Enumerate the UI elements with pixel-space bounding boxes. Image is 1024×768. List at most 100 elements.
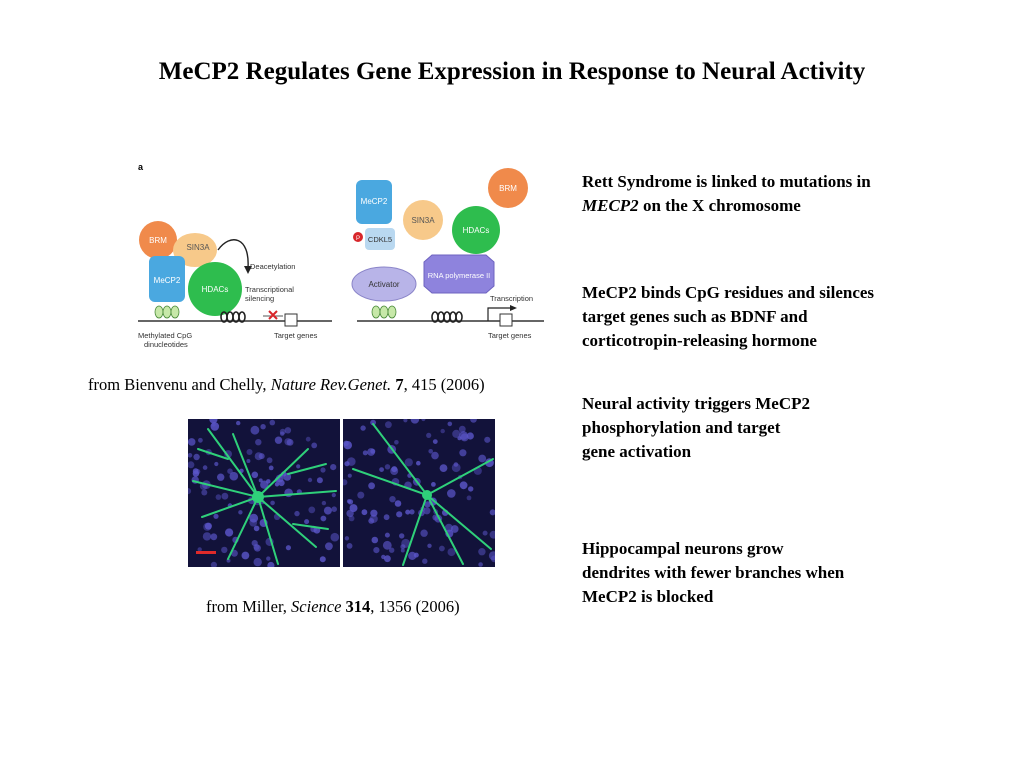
rna-polymerase-label: RNA polymerase II bbox=[428, 271, 491, 280]
nucleus bbox=[384, 555, 391, 563]
nucleus bbox=[458, 425, 466, 433]
bullet-2-text: MeCP2 binds CpG residues and silences ta… bbox=[582, 283, 875, 350]
bullet-cpg-binding: MeCP2 binds CpG residues and silences ta… bbox=[582, 281, 912, 353]
nucleus bbox=[249, 518, 258, 527]
nucleus bbox=[409, 509, 415, 515]
mecp2-mechanism-diagram: a BRM SIN3A MeCP2 HDACs Deacetylation bbox=[132, 158, 552, 358]
nucleus bbox=[394, 500, 402, 507]
transcription-label: Transcription bbox=[490, 294, 533, 303]
nucleus bbox=[384, 532, 390, 538]
citation-miller: from Miller, Science 314, 1356 (2006) bbox=[206, 597, 460, 617]
citation-2-volume: 314 bbox=[345, 597, 371, 616]
nucleus bbox=[323, 506, 332, 515]
nucleus bbox=[369, 514, 378, 523]
brm-label-right: BRM bbox=[499, 184, 517, 193]
blocked-x-icon bbox=[268, 310, 278, 320]
cdkl5-label: CDKL5 bbox=[368, 235, 392, 244]
chromatin-coil-right bbox=[431, 311, 463, 323]
nucleus bbox=[192, 468, 199, 474]
nucleus bbox=[405, 509, 411, 515]
nucleus bbox=[284, 427, 292, 434]
nucleus bbox=[379, 467, 384, 472]
citation-2-post: , 1356 (2006) bbox=[370, 597, 460, 616]
nucleus bbox=[447, 421, 453, 427]
nucleus bbox=[431, 482, 436, 487]
bullet-3-text: Neural activity triggers MeCP2 phosphory… bbox=[582, 394, 810, 461]
nucleus bbox=[285, 545, 291, 551]
nucleus bbox=[362, 450, 368, 456]
nucleus bbox=[280, 431, 285, 436]
nucleus bbox=[213, 513, 219, 519]
nucleus bbox=[308, 506, 316, 514]
target-gene-box-right bbox=[499, 313, 513, 327]
nucleus bbox=[452, 429, 461, 438]
silencing-label-1: Transcriptional bbox=[245, 285, 294, 294]
nucleus bbox=[201, 489, 208, 496]
nucleus bbox=[266, 556, 271, 561]
nucleus bbox=[270, 500, 275, 506]
nucleus bbox=[343, 440, 349, 446]
nucleus bbox=[266, 457, 273, 464]
nucleus bbox=[251, 540, 258, 547]
nucleus bbox=[447, 548, 456, 557]
nucleus bbox=[221, 492, 229, 500]
citation-1-post: , 415 (2006) bbox=[403, 375, 485, 394]
brm-label: BRM bbox=[149, 236, 167, 245]
nucleus bbox=[210, 561, 217, 568]
nucleus bbox=[413, 552, 419, 558]
nucleus bbox=[460, 433, 469, 442]
nucleus bbox=[202, 532, 212, 541]
nucleus bbox=[320, 467, 326, 473]
nucleus bbox=[260, 480, 269, 489]
nucleus bbox=[294, 510, 300, 517]
citation-2-pre: from Miller, bbox=[206, 597, 292, 616]
phosphate-node bbox=[353, 232, 363, 242]
nucleus bbox=[403, 418, 408, 423]
citation-1-volume: 7 bbox=[395, 375, 404, 394]
nucleus bbox=[330, 532, 340, 542]
nucleus bbox=[426, 432, 432, 438]
hdacs-label: HDACs bbox=[202, 285, 229, 294]
nucleus bbox=[274, 436, 283, 444]
cdkl5-node bbox=[365, 228, 395, 250]
nucleus bbox=[260, 424, 266, 430]
deacetylation-label: Deacetylation bbox=[250, 262, 295, 271]
cpg-label-1: Methylated CpG bbox=[138, 331, 192, 340]
nucleus bbox=[439, 545, 445, 552]
nucleus bbox=[459, 481, 468, 490]
slide-title: MeCP2 Regulates Gene Expression in Respo… bbox=[158, 58, 866, 85]
nucleus bbox=[258, 478, 263, 483]
nucleus bbox=[439, 464, 448, 472]
cpg-label-2: dinucleotides bbox=[144, 340, 188, 349]
soma-right bbox=[422, 490, 432, 500]
nucleus bbox=[250, 425, 260, 435]
nucleus bbox=[399, 533, 405, 539]
nucleus bbox=[396, 511, 403, 518]
activator-node bbox=[351, 266, 417, 302]
brm-node bbox=[139, 221, 177, 259]
nucleus bbox=[241, 551, 250, 560]
nucleus bbox=[321, 500, 327, 506]
nucleus bbox=[236, 420, 241, 426]
nucleus bbox=[316, 477, 323, 484]
nucleus bbox=[383, 514, 390, 521]
neuron-micrograph-left bbox=[184, 415, 340, 570]
nucleus bbox=[370, 509, 378, 517]
nucleus bbox=[444, 523, 453, 532]
nucleus bbox=[284, 438, 292, 446]
nucleus bbox=[347, 473, 352, 478]
nucleus bbox=[210, 533, 218, 541]
nucleus bbox=[344, 461, 350, 467]
sin3a-node bbox=[173, 233, 217, 267]
nucleus bbox=[187, 453, 193, 458]
bullet-hippocampal-neurons: Hippocampal neurons grow dendrites with … bbox=[582, 537, 852, 609]
diagram-svg: a BRM SIN3A MeCP2 HDACs Deacetylation bbox=[138, 162, 544, 349]
bullet-1-post: on the X chromosome bbox=[638, 196, 801, 215]
nucleus bbox=[468, 486, 474, 492]
nucleus bbox=[296, 464, 301, 469]
brm-node-right bbox=[488, 168, 528, 208]
nucleus bbox=[447, 489, 456, 498]
dendrites-right bbox=[352, 423, 494, 566]
nucleus bbox=[382, 540, 392, 550]
right-complex: MeCP2 P CDKL5 SIN3A BRM HDACs Activator … bbox=[351, 168, 544, 340]
